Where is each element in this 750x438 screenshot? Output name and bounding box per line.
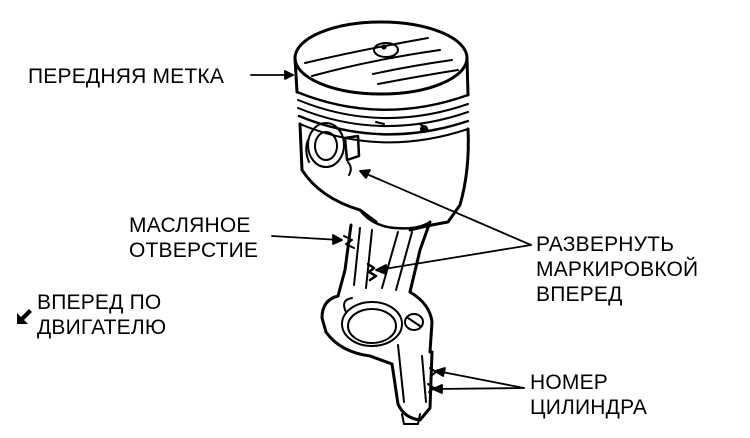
oil-hole-label: МАСЛЯНОЕ ОТВЕРСТИЕ: [129, 213, 258, 263]
connecting-rod: [320, 208, 437, 425]
marking-forward-line-3: ВПЕРЕД: [536, 283, 623, 306]
cylinder-number-line-2: ЦИЛИНДРА: [530, 396, 648, 419]
engine-forward-line-1: ВПЕРЕД ПО: [37, 291, 162, 314]
arrow-down-left-icon: [17, 309, 32, 324]
leader-lines: [250, 70, 532, 394]
oil-hole-line-2: ОТВЕРСТИЕ: [129, 239, 259, 262]
marking-forward-line-2: МАРКИРОВКОЙ: [536, 258, 699, 281]
cylinder-number-label: НОМЕР ЦИЛИНДРА: [530, 370, 647, 420]
oil-hole-line-1: МАСЛЯНОЕ: [129, 214, 251, 237]
engine-forward-label: ВПЕРЕД ПО ДВИГАТЕЛЮ: [37, 290, 166, 340]
front-mark-label: ПЕРЕДНЯЯ МЕТКА: [28, 64, 224, 89]
piston: [293, 20, 470, 232]
front-mark-text: ПЕРЕДНЯЯ МЕТКА: [28, 65, 225, 88]
marking-forward-label: РАЗВЕРНУТЬ МАРКИРОВКОЙ ВПЕРЕД: [536, 232, 698, 307]
cylinder-number-line-1: НОМЕР: [530, 371, 609, 394]
engine-forward-line-2: ДВИГАТЕЛЮ: [37, 316, 167, 339]
marking-forward-line-1: РАЗВЕРНУТЬ: [536, 233, 675, 256]
